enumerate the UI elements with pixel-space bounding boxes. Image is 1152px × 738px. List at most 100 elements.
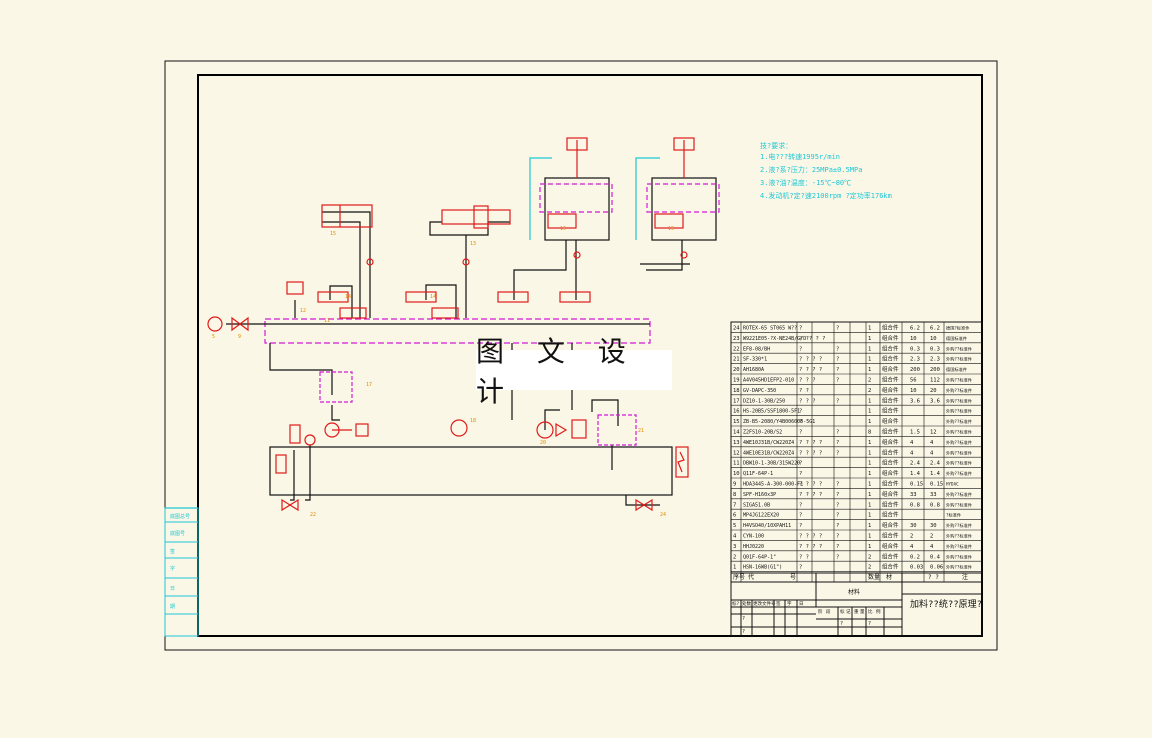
bom-cell-mat: 组合件 — [882, 511, 899, 519]
side-strip: 底图总号 底图号 签 字 日 期 — [164, 507, 199, 637]
bom-cell-no: 17 — [733, 398, 740, 404]
bom-cell-name: ? ? ? ? — [799, 544, 822, 550]
bom-cell-w1: 0.8 — [910, 502, 920, 508]
bom-cell-no: 9 — [733, 482, 736, 488]
bom-cell-rem: 外购??标准件 — [946, 501, 972, 508]
bom-cell-code: EF8-08/BH — [743, 346, 770, 352]
bom-cell-w1: 6.2 — [910, 326, 920, 332]
bom-cell-rem: 外购??标准件 — [946, 345, 972, 352]
side-label: 签 — [170, 548, 175, 555]
rev-mark: ? — [868, 621, 871, 627]
bom-cell-w2: 3.6 — [930, 398, 940, 404]
bom-cell-rem: 德国?标准件 — [946, 325, 969, 332]
tag: 21 — [638, 428, 644, 434]
bom-cell-mat: 组合件 — [882, 490, 899, 498]
bom-cell-mat: 组合件 — [882, 334, 899, 342]
bom-cell-rem: 外购??标准件 — [946, 543, 972, 550]
bom-cell-w1: 0.3 — [910, 346, 920, 352]
bom-cell-w1: 3.6 — [910, 398, 920, 404]
bom-cell-qty: 1 — [868, 502, 871, 508]
bom-cell-mat: 组合件 — [882, 459, 899, 467]
bom-cell-w2: 30 — [930, 523, 937, 529]
bom-cell-rem: ?标准件 — [946, 512, 961, 519]
bom-cell-mat: 组合件 — [882, 428, 899, 436]
bom-cell-name: ? ? ? ? — [799, 450, 822, 456]
bom-cell-code: GV-DAPC-350 — [743, 388, 776, 394]
bom-cell-w2: 0.06 — [930, 565, 943, 571]
stage-label: 记 — [846, 608, 851, 615]
bom-cell-note: ? — [836, 523, 839, 529]
bom-cell-name: ? ? ? ? — [799, 534, 822, 540]
bom-cell-w1: 2.3 — [910, 357, 920, 363]
tag: 12 — [300, 308, 306, 314]
stage-label: 比 — [868, 608, 873, 615]
tag: 14 — [345, 294, 351, 300]
bom-cell-no: 20 — [733, 367, 740, 373]
bom-cell-name: ? — [799, 326, 802, 332]
tag: 20 — [540, 440, 546, 446]
hydraulic-schematic — [165, 137, 720, 512]
bom-cell-qty: 2 — [868, 378, 871, 384]
bom-cell-note: ? — [836, 357, 839, 363]
side-label: 期 — [170, 604, 175, 610]
side-label: 字 — [170, 565, 175, 572]
bom-cell-name: ? ? ? — [799, 378, 816, 384]
bom-cell-no: 10 — [733, 471, 740, 477]
bom-cell-mat: 组合件 — [882, 376, 899, 384]
tag: 15 — [330, 231, 336, 237]
bom-header-no: 序号 — [733, 573, 745, 581]
bom-cell-w1: 10 — [910, 388, 917, 394]
bom-cell-rem: 外购??标准件 — [946, 408, 972, 415]
bom-cell-w2: 0.8 — [930, 502, 940, 508]
bom-cell-name: ? ? ? ? — [799, 492, 822, 498]
bom-cell-w2: 0.15 — [930, 482, 943, 488]
technical-notes: 技?要求： 1.电???转速1995r/min 2.液?系?压力：25MPa±0… — [760, 141, 892, 200]
rev-label: 更改文件号 — [753, 600, 776, 607]
material-label: 材料 — [848, 588, 860, 596]
bom-cell-no: 6 — [733, 513, 736, 519]
bom-header-code: 代 — [748, 573, 754, 581]
bom-cell-w2: 33 — [930, 492, 937, 498]
bom-cell-note: ? — [836, 482, 839, 488]
bom-cell-rem: 外购??标准件 — [946, 470, 972, 477]
bom-cell-code: SPF-H160x3P — [743, 492, 776, 498]
bom-header-name: 号 — [790, 574, 796, 581]
bom-cell-rem: 外购??标准件 — [946, 491, 972, 498]
bom-cell-no: 24 — [733, 326, 740, 332]
bom-cell-w1: 33 — [910, 492, 917, 498]
bom-cell-name: ? ? ? ? — [799, 367, 822, 373]
bom-cell-mat: 组合件 — [882, 386, 899, 394]
bom-cell-name: ? — [799, 502, 802, 508]
bom-cell-mat: 组合件 — [882, 532, 899, 540]
bom-cell-w2: 112 — [930, 378, 940, 384]
tag: 22 — [310, 512, 316, 518]
bom-cell-code: DZ10-1-30B/250 — [743, 398, 785, 404]
bom-cell-mat: 组合件 — [882, 324, 899, 332]
bom-cell-w2: 0.4 — [930, 554, 941, 560]
bom-cell-rem: 外购??标准件 — [946, 533, 972, 540]
bom-cell-name: ? ? ? — [799, 398, 816, 404]
bom-cell-no: 11 — [733, 461, 740, 467]
bom-cell-w1: 4 — [910, 440, 914, 446]
bom-cell-note: ? — [836, 430, 839, 436]
bom-cell-code: 4WE10E31B/CW220Z4 — [743, 450, 794, 456]
bom-cell-rem: 外购??标准件 — [946, 418, 972, 425]
bom-cell-rem: 外购??标准件 — [946, 553, 972, 560]
bom-cell-note: ? — [836, 398, 839, 404]
bom-cell-note: ? — [836, 346, 839, 352]
bom-cell-rem: 外购??标准件 — [946, 356, 972, 363]
bom-cell-code: MP4JG122EX20 — [743, 513, 779, 519]
bom-cell-code: HS-20B5/SSF1800-5F1 — [743, 409, 800, 415]
bom-cell-mat: 组合件 — [882, 563, 899, 571]
bom-cell-mat: 组合件 — [882, 417, 899, 425]
bom-cell-note: ? — [836, 513, 839, 519]
bom-cell-no: 1 — [733, 565, 736, 571]
bom-cell-qty: 1 — [868, 482, 871, 488]
tag: 13 — [470, 241, 476, 247]
bom-cell-w1: 1.4 — [910, 471, 921, 477]
bom-cell-mat: 组合件 — [882, 542, 899, 550]
bom-cell-mat: 组合件 — [882, 552, 899, 560]
bom-cell-code: ROTEX-65 ST065 W?? — [743, 326, 797, 332]
tag: 14 — [430, 294, 436, 300]
bom-cell-w1: 200 — [910, 367, 920, 373]
